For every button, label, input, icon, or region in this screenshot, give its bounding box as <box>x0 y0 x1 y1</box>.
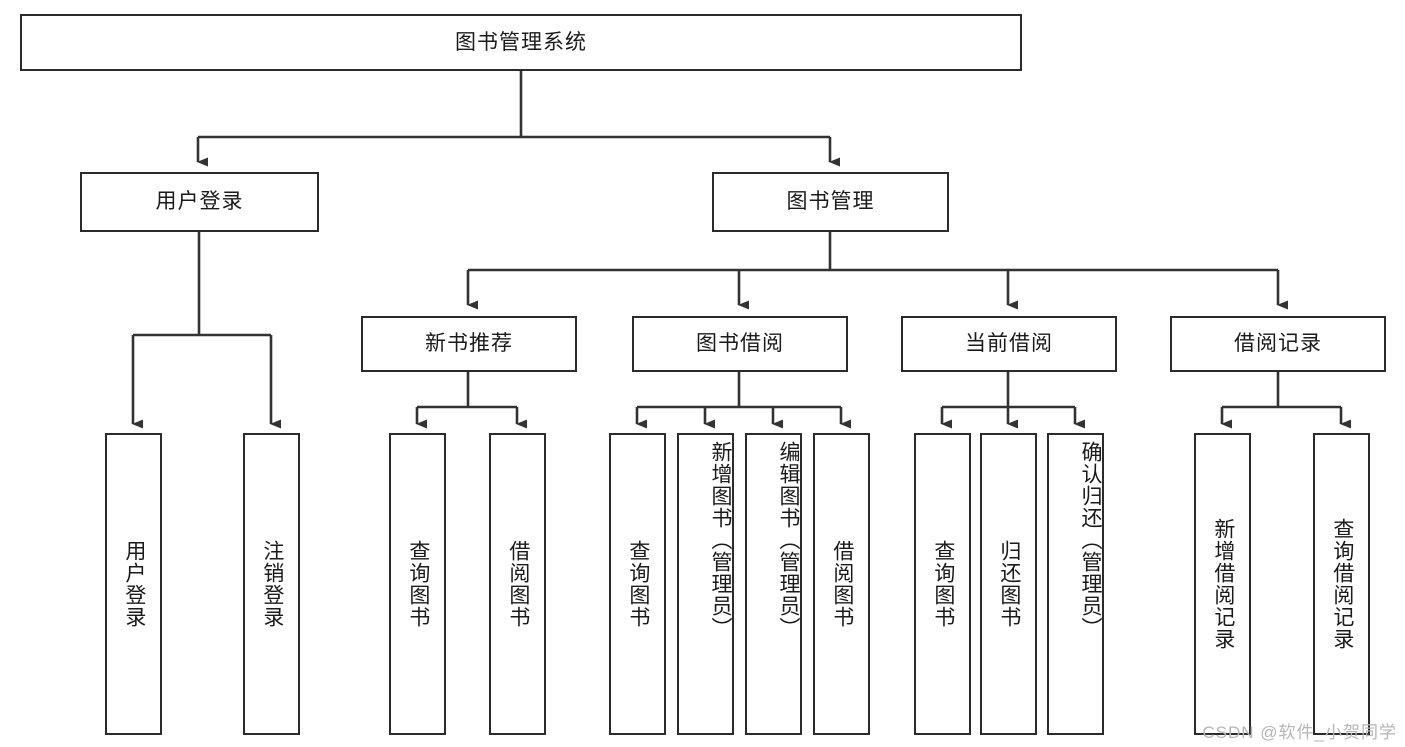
node-current-borrow[interactable]: 当前借阅 <box>901 316 1117 372</box>
node-leaf-query-book-2[interactable]: 查询图书 <box>609 433 666 735</box>
node-leaf-add-book[interactable]: 新增图书（管理员） <box>677 433 734 735</box>
node-user-login[interactable]: 用户登录 <box>80 172 319 232</box>
node-book-manage-label: 图书管理 <box>786 190 875 214</box>
node-leaf-return-book[interactable]: 归还图书 <box>980 433 1037 735</box>
watermark: CSDN @软件_小贺同学 <box>1202 723 1397 742</box>
node-leaf-return-book-label: 归还图书 <box>997 540 1021 628</box>
node-leaf-query-book-3[interactable]: 查询图书 <box>914 433 971 735</box>
node-new-book-recommend-label: 新书推荐 <box>425 332 513 356</box>
node-new-book-recommend[interactable]: 新书推荐 <box>361 316 577 372</box>
node-leaf-query-record-label: 查询借阅记录 <box>1330 518 1354 650</box>
node-leaf-borrow-book-2[interactable]: 借阅图书 <box>813 433 870 735</box>
node-user-login-label: 用户登录 <box>155 190 244 214</box>
node-leaf-query-record[interactable]: 查询借阅记录 <box>1313 433 1370 735</box>
node-borrow-record-label: 借阅记录 <box>1234 332 1322 356</box>
node-leaf-borrow-book-1-label: 借阅图书 <box>506 540 530 628</box>
node-leaf-query-book-1-label: 查询图书 <box>406 540 430 628</box>
node-leaf-borrow-book-2-label: 借阅图书 <box>830 540 854 628</box>
node-leaf-logout-login-label: 注销登录 <box>260 540 284 628</box>
node-leaf-confirm-return-label: 确认归还（管理员） <box>1079 441 1102 639</box>
node-leaf-add-record[interactable]: 新增借阅记录 <box>1194 433 1251 735</box>
node-leaf-add-book-label: 新增图书（管理员） <box>709 441 732 639</box>
node-leaf-query-book-2-label: 查询图书 <box>626 540 650 628</box>
node-root-label: 图书管理系统 <box>455 30 587 54</box>
node-leaf-user-login-label: 用户登录 <box>122 540 146 628</box>
node-book-borrow[interactable]: 图书借阅 <box>632 316 848 372</box>
node-leaf-user-login[interactable]: 用户登录 <box>105 433 162 735</box>
node-leaf-logout-login[interactable]: 注销登录 <box>243 433 300 735</box>
node-book-manage[interactable]: 图书管理 <box>712 172 949 232</box>
node-leaf-edit-book[interactable]: 编辑图书（管理员） <box>745 433 802 735</box>
node-leaf-borrow-book-1[interactable]: 借阅图书 <box>489 433 546 735</box>
node-leaf-query-book-3-label: 查询图书 <box>931 540 955 628</box>
node-current-borrow-label: 当前借阅 <box>965 332 1053 356</box>
node-leaf-add-record-label: 新增借阅记录 <box>1211 518 1235 650</box>
node-book-borrow-label: 图书借阅 <box>696 332 784 356</box>
node-borrow-record[interactable]: 借阅记录 <box>1170 316 1386 372</box>
node-root[interactable]: 图书管理系统 <box>20 14 1022 71</box>
node-leaf-query-book-1[interactable]: 查询图书 <box>389 433 446 735</box>
node-leaf-edit-book-label: 编辑图书（管理员） <box>777 441 800 639</box>
node-leaf-confirm-return[interactable]: 确认归还（管理员） <box>1047 433 1104 735</box>
